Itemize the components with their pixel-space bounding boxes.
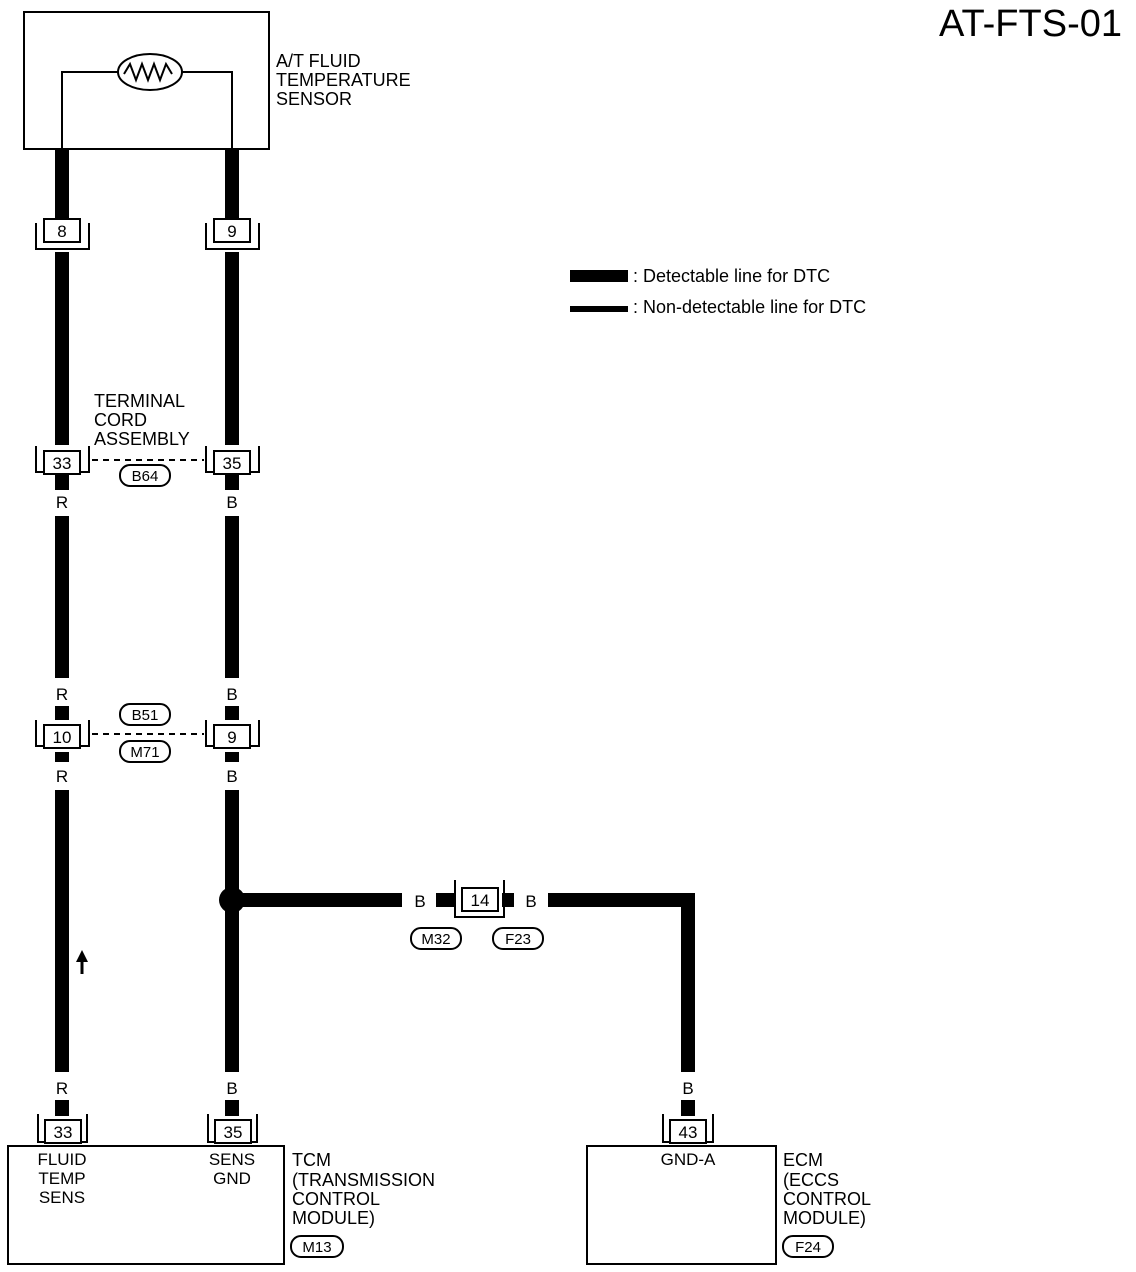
fluid-temperature-sensor: A/T FLUID TEMPERATURE SENSOR: [23, 11, 411, 150]
legend-non-detectable-text: : Non-detectable line for DTC: [633, 297, 866, 317]
splice-point-icon: [219, 887, 245, 913]
inline-pin-right: 9: [227, 728, 236, 747]
ecm-name-2: (ECCS: [783, 1170, 839, 1190]
tcm-pin-left-label-3: SENS: [39, 1188, 85, 1207]
sensor-pin-right: 9: [227, 222, 236, 241]
wire-color-b-2: B: [226, 685, 237, 704]
wire-color-b-ecm: B: [682, 1079, 693, 1098]
wires: [55, 149, 695, 1116]
inline-connector: 10 9 B51 M71: [35, 703, 260, 763]
terminal-cord-pin-right: 35: [223, 454, 242, 473]
wire-color-b-ground-left: B: [414, 892, 425, 911]
connector-code-badge: [119, 703, 171, 726]
tcm-box: [7, 1145, 285, 1265]
ground-connector-code-right: F23: [505, 931, 531, 948]
sensor-label-3: SENSOR: [276, 89, 352, 109]
legend-thick-line: [570, 270, 628, 282]
connector-pin-9: 9: [205, 218, 260, 250]
inline-pin-left: 10: [53, 728, 72, 747]
wire-color-r-2: R: [56, 685, 68, 704]
ground-connector-pin: 14: [471, 891, 490, 910]
resistor-zigzag-icon: [123, 61, 173, 83]
ground-connector-code-left: M32: [421, 931, 450, 948]
terminal-cord-pin-left: 33: [53, 454, 72, 473]
wire-color-r-3: R: [56, 767, 68, 786]
wire-to-ecm: [548, 893, 695, 1072]
tcm-pin-right-label-1: SENS: [209, 1150, 255, 1169]
tcm-connector-code: M13: [302, 1239, 331, 1256]
connector-code-badge: [782, 1235, 834, 1258]
wire-color-r-4: R: [56, 1079, 68, 1098]
terminal-cord-label-1: TERMINAL: [94, 391, 185, 411]
sensor-label-1: A/T FLUID: [276, 51, 361, 71]
ecm-name-1: ECM: [783, 1150, 823, 1170]
ecm-pin-label: GND-A: [661, 1150, 716, 1169]
tcm-name-1: TCM: [292, 1150, 331, 1170]
ground-connector: B 14 B M32 F23: [410, 880, 544, 950]
arrow-up-icon: [76, 950, 88, 974]
connector-code-badge: [119, 740, 171, 763]
terminal-cord-label-2: CORD: [94, 410, 147, 430]
wire-color-r-1: R: [56, 493, 68, 512]
inline-connector-code-bottom: M71: [130, 744, 159, 761]
ecm-pin: 43: [679, 1123, 698, 1142]
terminal-cord-label-3: ASSEMBLY: [94, 429, 190, 449]
wire-color-b-3: B: [226, 767, 237, 786]
sensor-internal-wire-right: [182, 71, 233, 149]
ecm-connector-code: F24: [795, 1239, 821, 1256]
tcm-pin-right: 35: [224, 1123, 243, 1142]
sensor-box: [23, 11, 270, 150]
ecm-module: 43 GND-A ECM (ECCS CONTROL MODULE) F24: [586, 1114, 871, 1265]
tcm-pin-left-label-2: TEMP: [38, 1169, 85, 1188]
legend: : Detectable line for DTC : Non-detectab…: [570, 266, 866, 317]
connector-pin-8: 8: [35, 218, 90, 250]
connector-code-badge: [290, 1235, 344, 1258]
tcm-name-2: (TRANSMISSION: [292, 1170, 435, 1190]
wire-color-b-4: B: [226, 1079, 237, 1098]
diagram-id: AT-FTS-01: [939, 3, 1122, 45]
tcm-module: 33 35 FLUID TEMP SENS SENS GND TCM (TRAN…: [7, 1114, 435, 1265]
tcm-pin-left-label-1: FLUID: [37, 1150, 86, 1169]
tcm-name-4: MODULE): [292, 1208, 375, 1228]
connector-code-badge: [492, 927, 544, 950]
legend-detectable-text: : Detectable line for DTC: [633, 266, 830, 286]
connector-code-badge: [119, 464, 171, 487]
sensor-internal-wire-left: [61, 71, 118, 149]
wire-color-b-ground-right: B: [525, 892, 536, 911]
terminal-cord-connector-code: B64: [132, 468, 159, 485]
ecm-name-3: CONTROL: [783, 1189, 871, 1209]
wire-color-b-1: B: [226, 493, 237, 512]
tcm-pin-left: 33: [54, 1123, 73, 1142]
sensor-pin-left: 8: [57, 222, 66, 241]
ecm-name-4: MODULE): [783, 1208, 866, 1228]
connector-code-badge: [410, 927, 462, 950]
ecm-box: [586, 1145, 777, 1265]
sensor-label-2: TEMPERATURE: [276, 70, 411, 90]
tcm-pin-right-label-2: GND: [213, 1169, 251, 1188]
tcm-name-3: CONTROL: [292, 1189, 380, 1209]
inline-connector-code-top: B51: [132, 707, 159, 724]
legend-thin-line: [570, 306, 628, 312]
terminal-cord-assembly: TERMINAL CORD ASSEMBLY 33 35 B64: [35, 391, 260, 487]
